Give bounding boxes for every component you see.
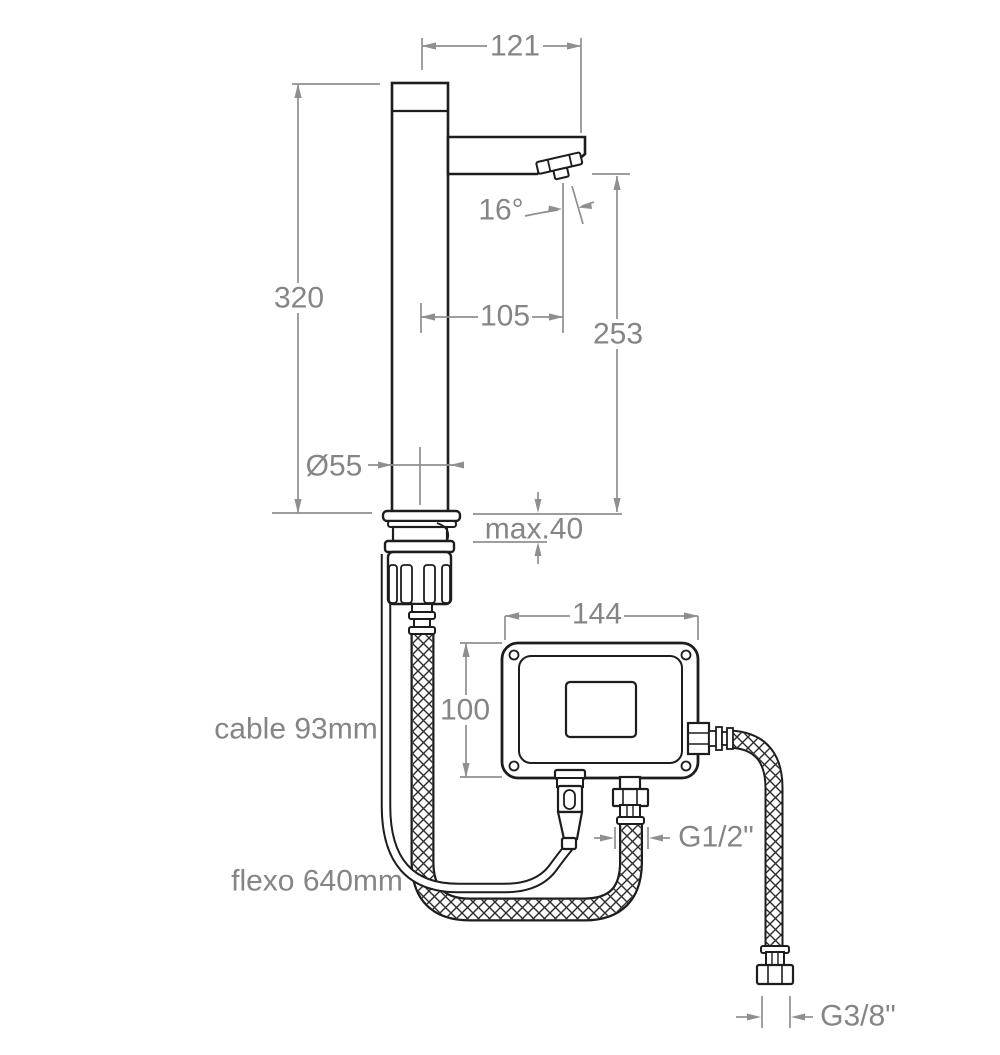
dim-105-label: 105	[480, 300, 530, 333]
dimensions: 121 320 253 105	[214, 30, 896, 1033]
dimension-deck-thickness: max.40	[473, 492, 583, 564]
dimension-box-height: 100	[438, 642, 502, 778]
nut-collar	[383, 539, 456, 554]
dimension-box-width: 144	[504, 598, 699, 640]
screw-icon	[508, 760, 520, 772]
dimension-spout-reach: 121	[421, 30, 582, 133]
nut-slot	[400, 564, 413, 604]
dim-g38-label: G3/8"	[820, 1000, 896, 1033]
base-flange	[381, 509, 462, 523]
dimension-supply-thread: G3/8"	[736, 996, 896, 1033]
nut-slot	[423, 564, 436, 604]
plug-slot	[563, 789, 576, 810]
screw-icon	[680, 760, 692, 772]
box-inner-line	[518, 655, 683, 764]
aerator	[535, 151, 584, 181]
screw-icon	[508, 649, 520, 661]
supply-fitting-g38	[755, 945, 795, 986]
cable-loop	[436, 522, 450, 542]
dimension-spray-offset: 105	[420, 300, 564, 333]
dim-320-label: 320	[274, 282, 324, 315]
mounting-base	[381, 509, 462, 635]
nut-slot	[388, 564, 398, 604]
faucet-column	[390, 81, 450, 515]
dim-100-label: 100	[440, 694, 490, 727]
dim-diameter-label: Ø55	[306, 450, 363, 483]
screw-icon	[680, 649, 692, 661]
hose-length-label: flexo 640mm	[231, 865, 403, 898]
dim-144-label: 144	[572, 598, 622, 631]
sensor-cable	[380, 554, 574, 894]
cable-length-label: cable 93mm	[214, 713, 377, 746]
faucet-body	[390, 81, 587, 515]
shank-ring	[408, 611, 436, 620]
base-shank	[391, 525, 449, 543]
dim-g12-label: G1/2"	[678, 821, 754, 854]
box-outlet-fitting	[686, 721, 734, 756]
dimension-total-height: 320	[272, 83, 380, 514]
dim-16deg-label: 16°	[478, 194, 523, 227]
dimension-inlet-thread: G1/2"	[594, 821, 754, 854]
supply-hose	[725, 729, 784, 947]
control-box	[500, 641, 700, 780]
dimension-body-diameter: Ø55	[306, 447, 464, 505]
battery-window	[564, 680, 638, 739]
nut-slot	[441, 564, 451, 604]
inlet-fitting-g12	[611, 775, 650, 825]
shank-ring	[408, 626, 436, 635]
dim-253-label: 253	[593, 318, 643, 351]
dim-max40-label: max.40	[485, 513, 583, 546]
plug-connector	[553, 768, 587, 851]
dim-121-label: 121	[490, 30, 540, 63]
dimension-outlet-height: 253	[473, 173, 645, 515]
dimension-spray-angle: 16°	[478, 183, 595, 333]
